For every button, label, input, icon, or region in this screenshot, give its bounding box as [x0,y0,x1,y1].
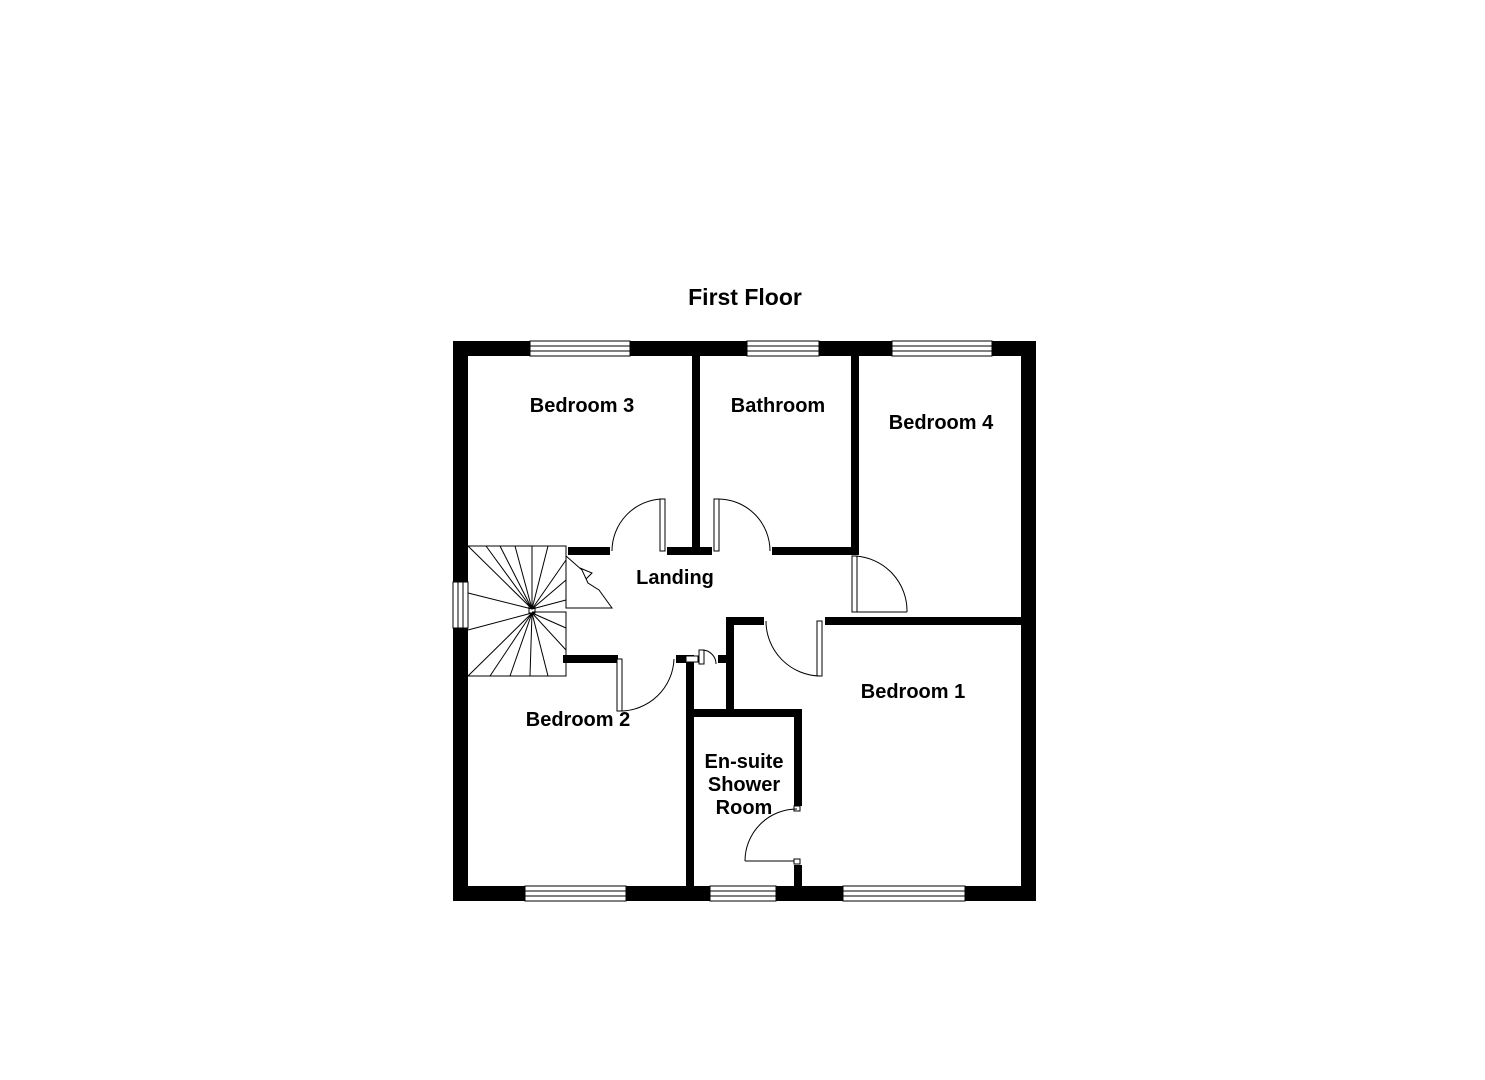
label-bedroom-1: Bedroom 1 [861,681,965,703]
window-bedroom-2 [524,885,627,902]
label-ensuite-line-1: En-suite [705,751,784,773]
door-ensuite [744,805,801,865]
window-bedroom-4 [891,340,993,357]
window-bedroom-1 [842,885,966,902]
window-bedroom-3 [529,340,631,357]
label-bedroom-4: Bedroom 4 [889,412,994,434]
door-cupboard [685,649,717,665]
label-ensuite-line-3: Room [716,797,773,819]
floor-title: First Floor [688,284,802,310]
label-bedroom-2: Bedroom 2 [526,709,630,731]
room-labels: Bedroom 3 Bathroom Bedroom 4 Landing Bed… [526,395,994,819]
door-bedroom-4 [851,555,908,613]
window-stairs [452,581,469,629]
doors [611,498,908,865]
label-landing: Landing [636,567,714,589]
label-bathroom: Bathroom [731,395,825,417]
window-ensuite [709,885,777,902]
label-bedroom-3: Bedroom 3 [530,395,634,417]
staircase [467,545,613,677]
door-bedroom-1 [765,620,823,677]
windows [452,340,993,902]
window-bathroom [746,340,820,357]
door-bedroom-3 [611,498,666,552]
door-bathroom [713,498,771,552]
door-bedroom-2 [616,658,675,712]
internal-walls [563,356,1021,886]
label-ensuite-line-2: Shower [708,774,780,796]
